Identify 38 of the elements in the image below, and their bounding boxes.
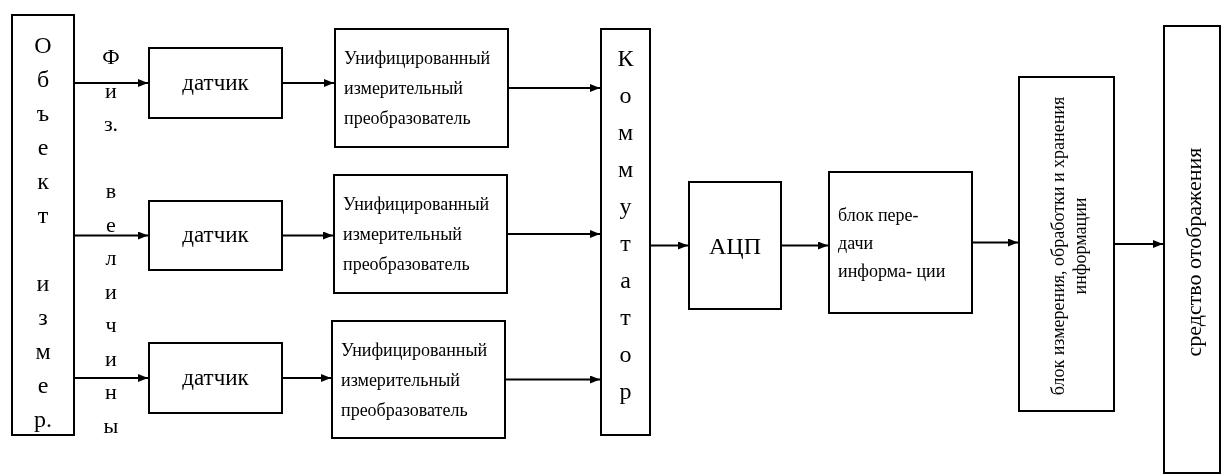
- arrow: [282, 79, 335, 87]
- transfer-box: [828, 171, 973, 314]
- arrow: [74, 79, 149, 87]
- converter-box: [334, 28, 509, 148]
- arrow: [781, 241, 829, 250]
- arrow: [508, 84, 601, 92]
- box-label: датчик: [182, 363, 249, 392]
- converter-box: [333, 174, 508, 294]
- box-label: блок пере- дачи информа- ции: [838, 203, 947, 283]
- box-label: Унифицированный измерительный преобразователь: [341, 338, 489, 422]
- arrow: [650, 241, 689, 250]
- arrow: [505, 375, 601, 384]
- box-label: Унифицированный измерительный преобразователь: [344, 47, 492, 130]
- vertical-label: Коммутатор: [617, 44, 634, 406]
- arrow: [282, 231, 334, 240]
- rotated-label: блок измерения, обработки и хранения информации: [1046, 95, 1091, 398]
- arrow: [1114, 240, 1164, 248]
- arrow: [74, 374, 149, 382]
- box-label: датчик: [182, 221, 249, 250]
- sensor-box: [148, 342, 283, 414]
- arrow: [972, 238, 1019, 247]
- rotated-label: средство отображения: [1181, 147, 1207, 356]
- box-label: Унифицированный измерительный преобразователь: [343, 193, 491, 276]
- sensor-box: [148, 47, 283, 119]
- vertical-label: Физ. величины: [101, 43, 121, 440]
- processing-box: [1018, 76, 1115, 412]
- arrow: [507, 230, 601, 238]
- commutator-box: [600, 28, 651, 436]
- sensor-box: [148, 200, 283, 271]
- arrow: [282, 374, 332, 382]
- vertical-label: Объект измер.: [34, 31, 52, 434]
- box-label: АЦП: [709, 231, 761, 261]
- display-box: [1163, 25, 1221, 474]
- adc-box: [688, 181, 782, 310]
- box-label: датчик: [182, 68, 249, 97]
- object-box: [11, 14, 75, 436]
- arrow: [74, 231, 149, 240]
- converter-box: [331, 320, 506, 439]
